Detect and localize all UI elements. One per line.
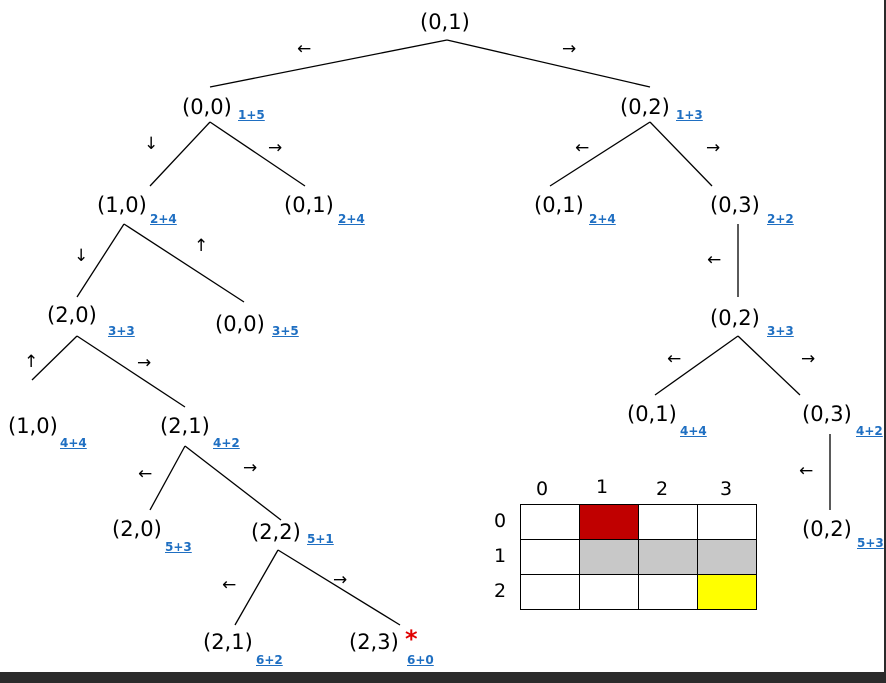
tree-node: (0,0) — [215, 312, 265, 336]
tree-node: (0,1) — [627, 402, 677, 426]
arrow-left-0-1c: ← — [667, 349, 682, 369]
arrow-left-0-2: ← — [707, 250, 722, 270]
tree-node: (0,3) — [710, 193, 760, 217]
tree-node: (2,1) — [160, 414, 210, 438]
goal-star-icon: * — [405, 625, 418, 653]
arrow-right-0-2: → — [562, 39, 577, 59]
grid-row — [520, 574, 757, 610]
tree-edge — [446, 39, 651, 88]
node-cost: 5+1 — [307, 532, 334, 546]
arrow-right-2-3: → — [333, 570, 348, 590]
tree-node-goal: (2,3) — [349, 630, 399, 654]
grid-cell-empty — [638, 574, 698, 610]
tree-edge — [277, 549, 401, 626]
arrow-right-2-1: → — [137, 353, 152, 373]
tree-edge — [76, 223, 125, 298]
node-cost: 5+3 — [857, 536, 884, 550]
node-cost: 2+2 — [767, 212, 794, 226]
tree-node: (0,2) — [710, 306, 760, 330]
grid-cell-empty — [520, 539, 580, 575]
grid-col-label: 3 — [720, 478, 733, 500]
grid-cell-start — [579, 504, 639, 540]
tree-node: (0,0) — [182, 95, 232, 119]
grid-cell-empty — [697, 504, 757, 540]
tree-edge — [184, 445, 282, 521]
arrow-left-2-1: ← — [222, 575, 237, 595]
node-cost: 2+4 — [150, 212, 177, 226]
tree-edge — [654, 335, 739, 396]
tree-node: (0,3) — [802, 402, 852, 426]
tree-edge — [209, 39, 448, 88]
node-cost: 3+5 — [272, 324, 299, 338]
node-cost: 2+4 — [338, 212, 365, 226]
node-cost: 1+5 — [238, 108, 265, 122]
node-cost: 3+3 — [767, 324, 794, 338]
tree-node: (0,2) — [802, 517, 852, 541]
tree-node: (1,0) — [97, 193, 147, 217]
grid-row-label: 0 — [494, 510, 507, 532]
node-cost: 4+4 — [60, 436, 87, 450]
tree-node: (0,2) — [620, 95, 670, 119]
arrow-right-0-3b: → — [801, 349, 816, 369]
tree-edge — [549, 121, 651, 187]
node-cost: 3+3 — [108, 324, 135, 338]
arrow-left-2-0: ← — [138, 464, 153, 484]
node-cost: 4+4 — [680, 424, 707, 438]
arrow-down-1-0: ↓ — [144, 134, 159, 154]
tree-edge — [737, 335, 801, 396]
grid-row-label: 1 — [494, 545, 507, 567]
tree-edge — [123, 223, 245, 303]
node-cost: 6+0 — [407, 653, 434, 667]
arrow-right-0-3: → — [706, 138, 721, 158]
grid-map — [520, 504, 757, 610]
arrow-right-0-1a: → — [268, 138, 283, 158]
tree-edge — [649, 121, 713, 187]
tree-node: (2,1) — [203, 630, 253, 654]
grid-col-label: 2 — [656, 478, 669, 500]
arrow-up-1-0: ↑ — [24, 352, 39, 372]
grid-cell-empty — [520, 574, 580, 610]
grid-row — [520, 504, 757, 540]
tree-node: (0,1) — [284, 193, 334, 217]
tree-node: (2,2) — [251, 520, 301, 544]
grid-col-label: 0 — [536, 478, 549, 500]
grid-row-label: 2 — [494, 580, 507, 602]
tree-node: (2,0) — [112, 517, 162, 541]
tree-edge — [76, 335, 186, 408]
arrow-left-0-0: ← — [297, 39, 312, 59]
tree-node: (1,0) — [8, 414, 58, 438]
grid-cell-wall — [638, 539, 698, 575]
node-cost: 4+2 — [213, 436, 240, 450]
grid-cell-empty — [638, 504, 698, 540]
grid-cell-wall — [697, 539, 757, 575]
arrow-down-2-0: ↓ — [74, 246, 89, 266]
grid-cell-wall — [579, 539, 639, 575]
tree-edge — [149, 445, 186, 511]
grid-cell-empty — [579, 574, 639, 610]
node-cost: 4+2 — [856, 424, 883, 438]
tree-edge — [209, 121, 306, 187]
grid-row — [520, 539, 757, 575]
tree-edge — [234, 549, 279, 626]
arrow-left-0-1b: ← — [575, 138, 590, 158]
grid-cell-empty — [520, 504, 580, 540]
grid-cell-goal — [697, 574, 757, 610]
arrow-up-0-0: ↑ — [194, 236, 209, 256]
arrow-right-2-2: → — [243, 458, 258, 478]
node-cost: 6+2 — [256, 653, 283, 667]
tree-node: (0,1) — [420, 10, 470, 34]
tree-edge — [31, 335, 78, 381]
tree-node: (0,1) — [534, 193, 584, 217]
node-cost: 2+4 — [589, 212, 616, 226]
node-cost: 1+3 — [676, 108, 703, 122]
tree-edge — [149, 121, 211, 187]
grid-col-label: 1 — [596, 476, 609, 498]
arrow-left-0-2b: ← — [799, 461, 814, 481]
node-cost: 5+3 — [165, 540, 192, 554]
tree-node: (2,0) — [47, 303, 97, 327]
